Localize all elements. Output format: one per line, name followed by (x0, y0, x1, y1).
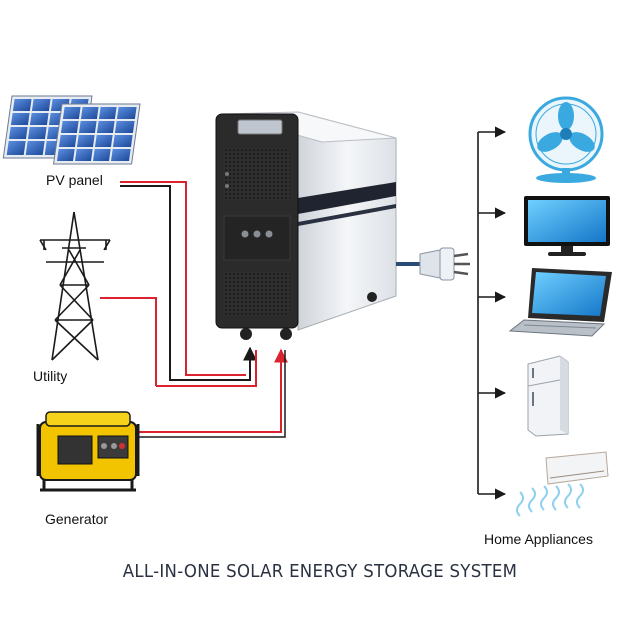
pv-red-wire (120, 181, 246, 376)
pv-panel-icon (2, 95, 141, 165)
utility-label: Utility (33, 368, 68, 384)
pv-black-wire (120, 185, 257, 381)
storage-cabinet (215, 111, 470, 340)
wires (100, 181, 288, 438)
output-bus (477, 126, 507, 500)
utility-tower-icon (39, 211, 111, 361)
home-appliances-label: Home Appliances (484, 531, 593, 547)
air-conditioner-icon (516, 451, 609, 517)
utility-red-wire (100, 297, 157, 386)
laptop-icon (508, 268, 612, 337)
generator-icon (36, 411, 140, 492)
generator-black-wire (138, 350, 286, 438)
generator-label: Generator (45, 511, 109, 527)
generator-red-wire (138, 348, 288, 433)
tv-icon (524, 196, 610, 256)
page-title: ALL-IN-ONE SOLAR ENERGY STORAGE SYSTEM (122, 561, 518, 582)
pv-panel-label: PV panel (46, 172, 103, 188)
refrigerator-icon (527, 355, 569, 437)
fan-icon (528, 96, 604, 183)
utility-red-wire-2 (156, 350, 257, 387)
